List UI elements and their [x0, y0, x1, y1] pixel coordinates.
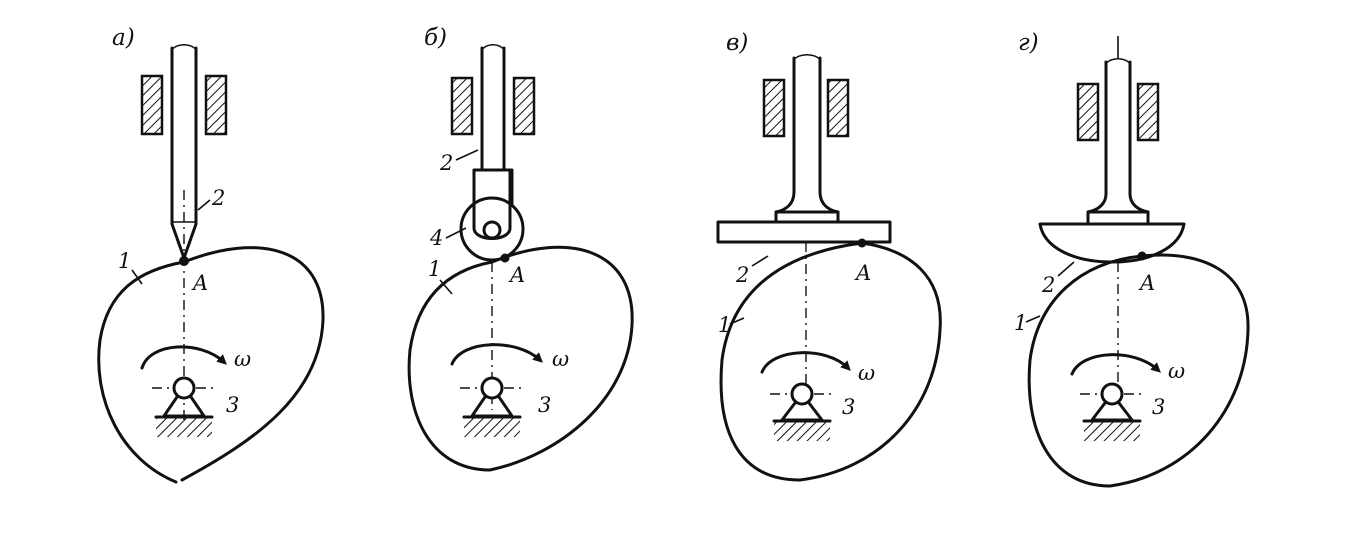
guide-left [762, 78, 786, 138]
label-omega: ω [552, 347, 569, 371]
leader-cam [729, 317, 745, 325]
label-omega: ω [1168, 359, 1185, 383]
panel-g-title: г) [1018, 30, 1039, 56]
leader-follower [1057, 261, 1075, 277]
pivot-support [1090, 401, 1134, 422]
flat-face-follower [716, 220, 892, 244]
label-pivot: 3 [1152, 395, 1165, 419]
pivot-circle [172, 376, 196, 400]
label-contact: A [508, 263, 525, 287]
contact-point [857, 238, 867, 248]
guide-left [450, 76, 474, 136]
panel-a: а) 2 1 A ω 3 [97, 25, 325, 484]
follower-top [793, 53, 821, 61]
cam-profile [97, 246, 325, 484]
label-follower: 2 [735, 263, 749, 287]
cam-profile [719, 241, 942, 482]
rotation-arrow [140, 345, 227, 370]
guide-left [1076, 82, 1100, 142]
ground-hatch [464, 417, 520, 437]
label-pivot: 3 [226, 393, 239, 417]
ground-hatch [774, 421, 830, 441]
contact-point [179, 256, 189, 266]
leader-cam [1025, 315, 1041, 323]
panel-g: г) 2 1 A ω 3 [1014, 30, 1250, 488]
label-pivot: 3 [842, 395, 855, 419]
leader-cam [131, 269, 143, 285]
label-cam: 1 [428, 257, 441, 281]
follower-top [171, 43, 197, 51]
label-cam: 1 [118, 249, 131, 273]
leader-follower [751, 255, 769, 267]
panel-v: в) 2 1 A ω 3 [716, 30, 942, 482]
label-contact: A [854, 261, 871, 285]
knife-edge-follower [170, 46, 198, 260]
label-pivot: 3 [538, 393, 551, 417]
ground-hatch [1084, 421, 1140, 441]
cam-profile [1027, 253, 1250, 488]
leader-follower [455, 149, 479, 161]
stem-flange [774, 210, 840, 224]
follower-rod [480, 46, 506, 172]
label-cam: 1 [718, 313, 731, 337]
label-omega: ω [234, 347, 251, 371]
pivot-circle [790, 382, 814, 406]
leader-follower [197, 199, 211, 211]
label-follower: 2 [439, 151, 453, 175]
roller-axle [482, 220, 502, 240]
label-omega: ω [858, 361, 875, 385]
ground-hatch [156, 417, 212, 437]
follower-top [1105, 57, 1131, 65]
label-follower: 2 [211, 186, 225, 210]
follower-top [481, 43, 505, 51]
rotation-arrow [450, 343, 543, 366]
guide-right [1136, 82, 1160, 142]
pivot-circle [480, 376, 504, 400]
pivot-circle [1100, 382, 1124, 406]
rotation-arrow [760, 351, 851, 374]
panel-b: б) 2 4 1 A ω 3 [407, 25, 634, 472]
label-cam: 1 [1014, 311, 1027, 335]
cam-profile [407, 245, 634, 472]
panel-v-title: в) [726, 30, 748, 56]
label-contact: A [1138, 271, 1155, 295]
leader-roller [445, 227, 467, 239]
pivot-support [780, 401, 824, 422]
label-follower: 2 [1041, 273, 1055, 297]
guide-left [140, 74, 164, 136]
rotation-arrow [1070, 353, 1161, 376]
leader-cam [439, 279, 453, 295]
panel-b-title: б) [424, 25, 447, 51]
label-contact: A [191, 271, 208, 295]
label-roller: 4 [429, 226, 443, 250]
stem-flange [1086, 210, 1150, 224]
guide-right [826, 78, 850, 138]
contact-point [1137, 251, 1147, 261]
guide-right [204, 74, 228, 136]
panel-a-title: а) [112, 25, 135, 51]
guide-right [512, 76, 536, 136]
contact-point [500, 253, 510, 263]
